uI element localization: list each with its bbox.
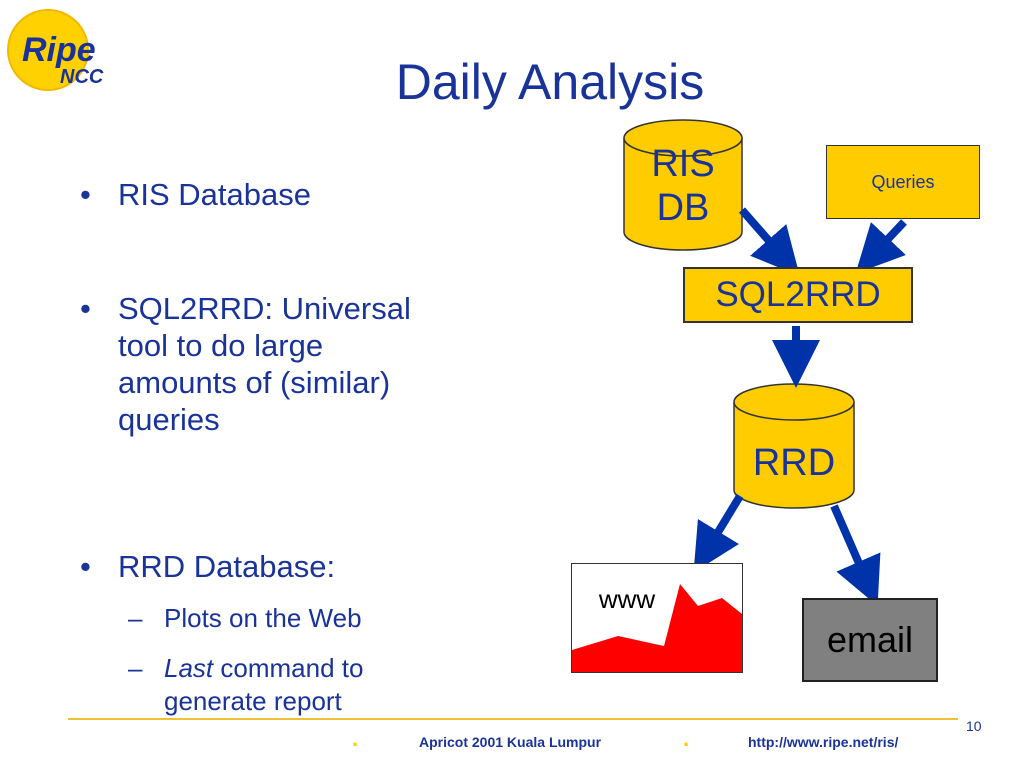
www-plot-box: www [571,563,743,673]
rrd-cylinder [733,383,855,509]
ripe-ncc-logo: Ripe NCC [7,9,104,91]
bullet-text: SQL2RRD: Universal tool to do large amou… [118,290,508,438]
sub-bullet-text: Plots on the Web [164,603,362,633]
footer-url: http://www.ripe.net/ris/ [748,734,899,750]
footer-dot: . [683,726,690,751]
sub-bullet-text: Last command to generate report [164,652,464,718]
arrow-queries-to-sql2rrd [855,219,907,274]
ris-label: RIS [651,143,715,185]
arrow-rrd-to-www [693,493,744,573]
footer-divider [68,718,958,720]
footer-event: Apricot 2001 Kuala Lumpur [419,734,602,750]
db-label: DB [656,187,710,229]
page-title: Daily Analysis [395,54,705,110]
arrow-rrd-to-email [830,504,881,607]
email-box: email [802,598,938,682]
www-label: www [598,584,656,614]
italic-last: Last [164,653,214,683]
svg-text:NCC: NCC [60,66,104,88]
rrd-label: RRD [752,442,836,484]
footer-dot: . [352,726,359,751]
page-number: 10 [966,718,982,734]
sub-bullet-rest: command to [213,653,364,683]
bullet-marker: • [80,177,91,212]
bullet-marker: • [80,549,91,584]
sub-bullet-line2: generate report [164,686,342,716]
bullet-line: amounts of (similar) [118,365,391,400]
sub-bullet-marker: – [128,653,143,683]
svg-text:Ripe: Ripe [22,31,96,69]
bullet-text: RIS Database [118,177,311,212]
bullet-marker: • [80,291,91,326]
ris-db-cylinder [623,119,743,251]
red-area-chart [572,584,742,672]
ris-db-label: RIS DB [630,142,736,230]
bullet-line: queries [118,402,220,437]
bullet-text: RRD Database: [118,549,336,584]
bullet-line: SQL2RRD: Universal [118,291,411,326]
queries-box: Queries [826,145,980,219]
arrow-risdb-to-sql2rrd [738,207,800,277]
sql2rrd-box: SQL2RRD [683,267,913,323]
sub-bullet-marker: – [128,603,143,633]
bullet-line: tool to do large [118,328,324,363]
